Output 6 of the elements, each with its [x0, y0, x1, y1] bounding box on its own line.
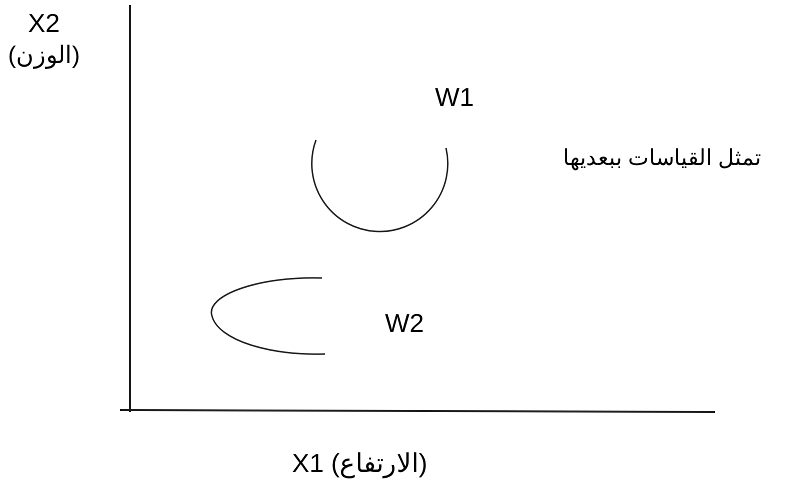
- axis-label: تمثل القياسات ببعديها: [563, 147, 762, 169]
- axis-label: W2: [385, 310, 424, 336]
- axis-label: (الوزن): [8, 44, 80, 68]
- axis-label: X1 (الارتفاع): [292, 450, 428, 476]
- axis-label: W1: [435, 84, 474, 110]
- axis-label: X2: [28, 10, 60, 36]
